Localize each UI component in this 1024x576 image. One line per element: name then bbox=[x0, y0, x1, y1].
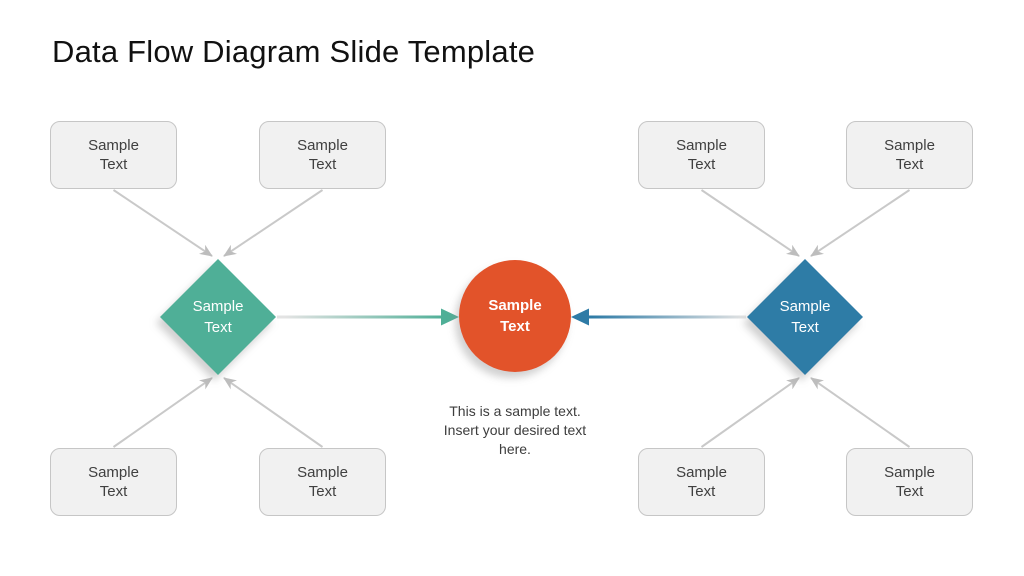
sample-box-top-right-1: Sample Text bbox=[638, 121, 765, 189]
connector-bottom-right-2 bbox=[810, 377, 911, 448]
gradient-arrows bbox=[277, 308, 746, 326]
right-diamond-shape bbox=[747, 259, 863, 375]
connector-top-left-1 bbox=[112, 189, 213, 257]
sample-box-bottom-right-2: Sample Text bbox=[846, 448, 973, 516]
center-circle-shape bbox=[459, 260, 571, 372]
connector-bottom-right-1 bbox=[700, 377, 800, 448]
sample-box-bottom-right-1: Sample Text bbox=[638, 448, 765, 516]
caption-text: This is a sample text. Insert your desir… bbox=[443, 403, 587, 457]
slide-title: Data Flow Diagram Slide Template bbox=[52, 34, 536, 69]
connector-lines bbox=[112, 189, 911, 448]
sample-box-top-left-2: Sample Text bbox=[259, 121, 386, 189]
sample-box-bottom-left-1: Sample Text bbox=[50, 448, 177, 516]
connector-bottom-left-1 bbox=[112, 377, 213, 448]
blue-arrowhead-icon bbox=[571, 308, 589, 326]
sample-box-bottom-left-2: Sample Text bbox=[259, 448, 386, 516]
connector-top-right-1 bbox=[700, 189, 800, 257]
teal-arrowhead-icon bbox=[441, 308, 459, 326]
connector-bottom-left-2 bbox=[223, 377, 324, 448]
sample-box-top-right-2: Sample Text bbox=[846, 121, 973, 189]
left-diamond-shape bbox=[160, 259, 276, 375]
connector-top-right-2 bbox=[810, 189, 911, 257]
connector-top-left-2 bbox=[223, 189, 324, 257]
sample-box-top-left-1: Sample Text bbox=[50, 121, 177, 189]
